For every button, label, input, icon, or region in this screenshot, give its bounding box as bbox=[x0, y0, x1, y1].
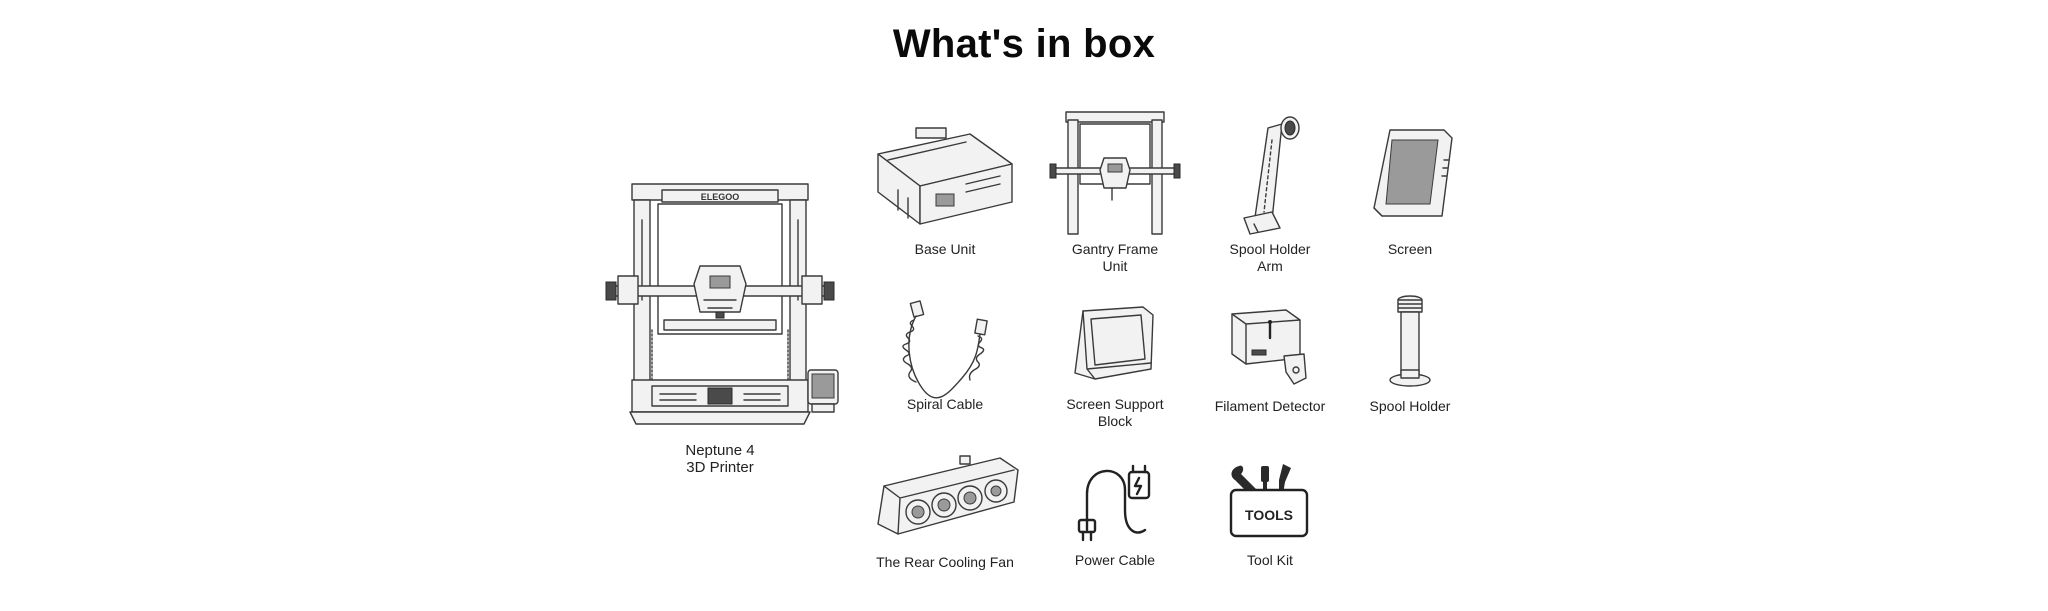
spool-holder-icon bbox=[1389, 295, 1431, 387]
power-cable-label: Power Cable bbox=[1074, 552, 1156, 568]
rear-cooling-fan-item: The Rear Cooling Fan bbox=[870, 452, 1020, 582]
gantry-frame-unit-label: Gantry Frame Unit bbox=[1071, 241, 1159, 274]
spool-holder-arm-item: Spool Holder Arm bbox=[1210, 112, 1330, 282]
screen-support-block-item: Screen Support Block bbox=[1065, 303, 1165, 433]
3d-printer-icon: ELEGOO bbox=[605, 183, 839, 425]
filament-detector-label: Filament Detector bbox=[1214, 398, 1326, 414]
neptune-4-label: Neptune 4 3D Printer bbox=[685, 442, 755, 476]
printer-base-icon bbox=[877, 127, 1013, 225]
spool-holder-item: Spool Holder bbox=[1370, 292, 1450, 432]
printer-logo-text: ELEGOO bbox=[701, 192, 740, 202]
rear-cooling-fan-label: The Rear Cooling Fan bbox=[876, 554, 1014, 570]
gantry-frame-unit-item: Gantry Frame Unit bbox=[1049, 110, 1181, 280]
power-cable-icon bbox=[1077, 464, 1151, 542]
spiral-cable-item: Spiral Cable bbox=[890, 298, 1000, 428]
tool-kit-icon: TOOLS bbox=[1229, 464, 1309, 538]
spool-holder-arm-icon bbox=[1243, 116, 1300, 235]
filament-detector-item: Filament Detector bbox=[1215, 300, 1325, 430]
tool-kit-item: TOOLS Tool Kit bbox=[1225, 462, 1315, 582]
base-unit-item: Base Unit bbox=[870, 120, 1020, 270]
neptune-4-printer-item: ELEGOO Neptune 4 3D P bbox=[600, 180, 840, 480]
screen-support-block-icon bbox=[1074, 306, 1154, 380]
cooling-fan-icon bbox=[877, 455, 1019, 535]
tools-box-text: TOOLS bbox=[1245, 507, 1293, 523]
gantry-frame-icon bbox=[1049, 111, 1181, 235]
power-cable-item: Power Cable bbox=[1075, 460, 1155, 580]
tool-kit-label: Tool Kit bbox=[1247, 552, 1293, 568]
screen-support-block-label: Screen Support Block bbox=[1066, 396, 1164, 429]
page-title: What's in box bbox=[892, 22, 1156, 66]
screen-item: Screen bbox=[1360, 120, 1460, 270]
spiral-cable-icon bbox=[902, 300, 988, 399]
spool-holder-arm-label: Spool Holder Arm bbox=[1229, 241, 1311, 274]
spool-holder-label: Spool Holder bbox=[1369, 398, 1451, 414]
filament-detector-icon bbox=[1231, 309, 1307, 385]
touch-screen-icon bbox=[1373, 129, 1453, 217]
base-unit-label: Base Unit bbox=[914, 241, 976, 257]
spiral-cable-label: Spiral Cable bbox=[906, 396, 984, 412]
screen-label: Screen bbox=[1387, 241, 1433, 257]
